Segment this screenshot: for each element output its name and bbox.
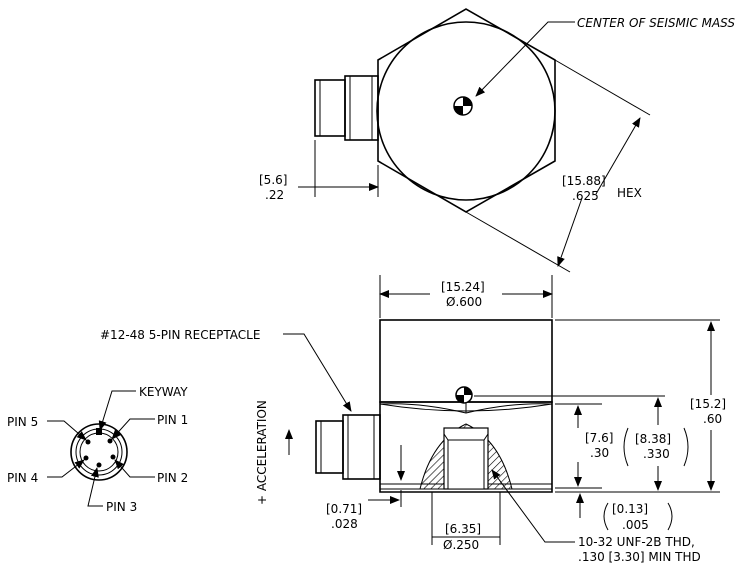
dim-6-35-label: [6.35] (445, 522, 481, 536)
pin5-label: PIN 5 (7, 415, 38, 429)
acceleration-label: + ACCELERATION (255, 400, 269, 505)
side-connector-body (315, 420, 344, 474)
acceleration-indicator: + ACCELERATION (255, 400, 293, 505)
pin1-label: PIN 1 (157, 413, 188, 427)
dim-15-24-label: [15.24] (441, 280, 485, 294)
center-seismic-mass-label: CENTER OF SEISMIC MASS (577, 16, 735, 30)
dim-15-2-label: [15.2] (690, 397, 726, 411)
dim-22-label: .22 (265, 188, 284, 202)
dim-60-label: .60 (703, 412, 722, 426)
dim-005-label: .005 (622, 518, 649, 532)
hex-label: HEX (617, 186, 642, 200)
side-view: [15.24] Ø.600 #12-48 5-PIN RECEPTACLE (100, 275, 726, 564)
dim-7-6-label: [7.6] (585, 431, 613, 445)
top-connector-nut (344, 75, 379, 141)
dim-5-6-label: [5.6] (259, 173, 287, 187)
dim-028-label: .028 (331, 517, 358, 531)
connector-pin-view: KEYWAY PIN 1 PIN 2 PIN 3 PIN 4 PIN 5 (7, 385, 188, 514)
dim-600-label: Ø.600 (446, 295, 482, 309)
side-connector-nut (342, 414, 381, 480)
thread-label-line2: .130 [3.30] MIN THD (578, 550, 701, 564)
seismic-disk (376, 21, 556, 201)
dim-0-71-label: [0.71] (326, 502, 362, 516)
center-of-mass-symbol (453, 96, 473, 116)
dim-8-38-label: [8.38] (635, 432, 671, 446)
hex-body (377, 8, 556, 213)
side-center-of-mass-symbol (455, 386, 473, 404)
dim-625-label: .625 (572, 189, 599, 203)
pin4-label: PIN 4 (7, 471, 38, 485)
receptacle-label: #12-48 5-PIN RECEPTACLE (100, 328, 260, 342)
pin2-label: PIN 2 (157, 471, 188, 485)
dim-250-label: Ø.250 (443, 538, 479, 552)
dim-0-13-label: [0.13] (612, 502, 648, 516)
pin3-label: PIN 3 (106, 500, 137, 514)
thread-label-line1: 10-32 UNF-2B THD, (578, 535, 695, 549)
dim-15-88-label: [15.88] (562, 174, 606, 188)
dim-30-label: .30 (590, 446, 609, 460)
top-view: CENTER OF SEISMIC MASS [5.6] .22 [15.88]… (259, 8, 735, 273)
dim-330-label: .330 (643, 447, 670, 461)
keyway-label: KEYWAY (139, 385, 188, 399)
